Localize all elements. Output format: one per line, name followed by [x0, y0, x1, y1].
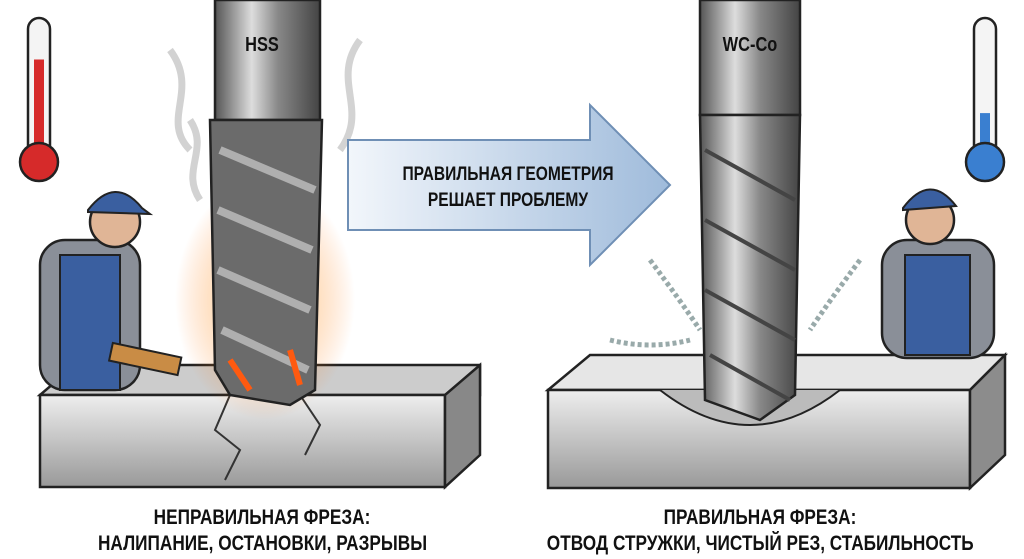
- worker-frustrated: [38, 191, 183, 392]
- arrow-label-line2: РЕШАЕТ ПРОБЛЕМУ: [427, 190, 589, 211]
- left-caption-detail: НАЛИПАНИЕ, ОСТАНОВКИ, РАЗРЫВЫ: [98, 532, 428, 555]
- right-caption-title: ПРАВИЛЬНАЯ ФРЕЗА:: [663, 506, 857, 529]
- thermometer-cool-icon: [964, 16, 1006, 183]
- direction-arrow: [347, 102, 672, 268]
- hss-end-mill-worn: [208, 0, 324, 407]
- right-caption-detail: ОТВОД СТРУЖКИ, ЧИСТЫЙ РЕЗ, СТАБИЛЬНОСТЬ: [546, 532, 974, 555]
- arrow-label-line1: ПРАВИЛЬНАЯ ГЕОМЕТРИЯ: [402, 164, 614, 185]
- hss-label: HSS: [245, 34, 279, 56]
- thermometer-hot-icon: [18, 16, 60, 183]
- wc-co-end-mill: [698, 0, 802, 422]
- worker-satisfied: [880, 188, 996, 360]
- metal-chips: [609, 258, 863, 348]
- smoke: [167, 37, 363, 202]
- wc-co-label: WC-Co: [722, 34, 778, 56]
- left-caption-title: НЕПРАВИЛЬНАЯ ФРЕЗА:: [153, 506, 371, 529]
